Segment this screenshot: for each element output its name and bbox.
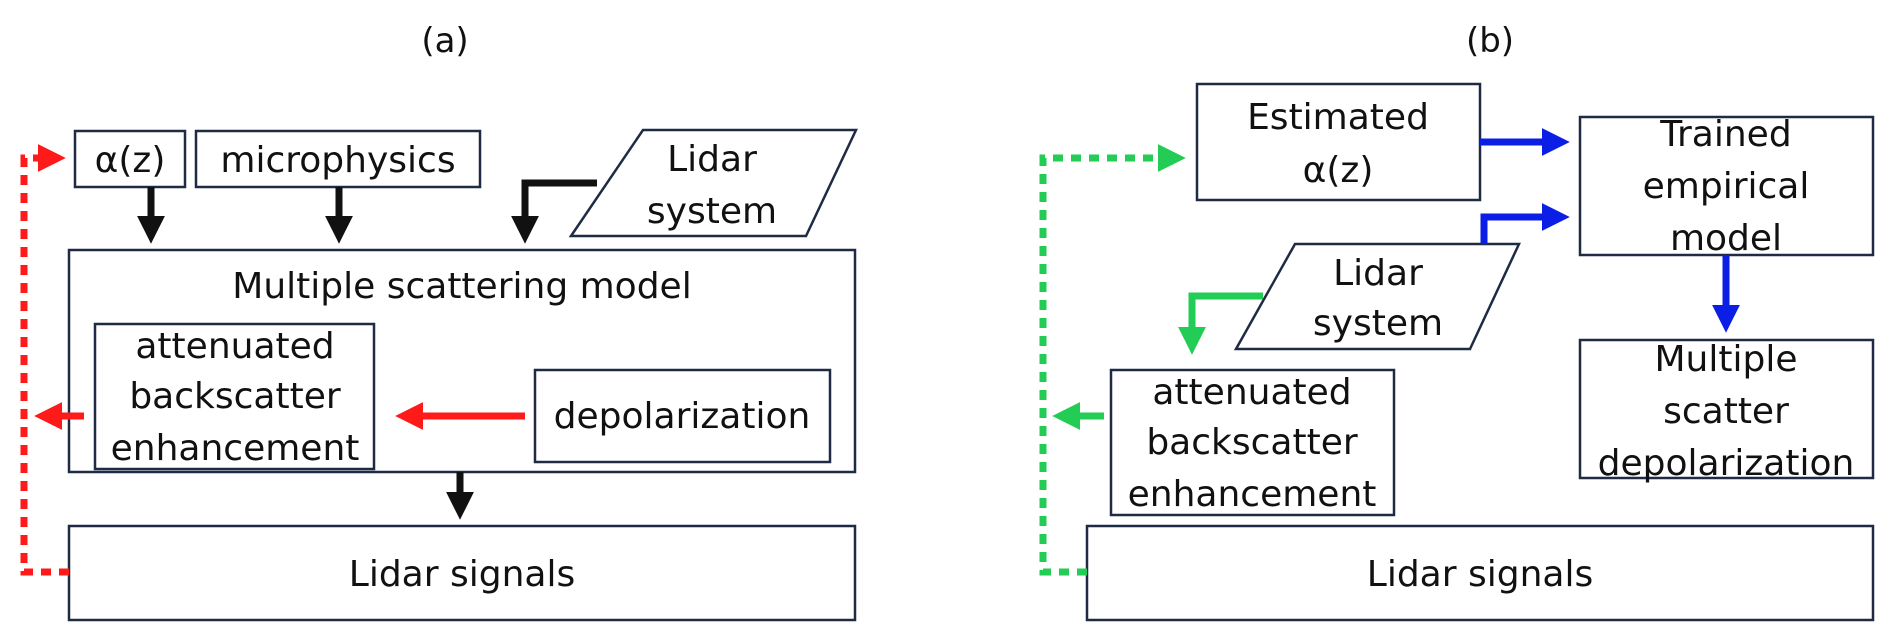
backscatter-b-line3: enhancement bbox=[1128, 474, 1377, 515]
lidar-system-b: Lidar system bbox=[1233, 242, 1521, 351]
trained-model-box: Trained empirical model bbox=[1578, 114, 1875, 259]
backscatter-a-line1: attenuated bbox=[135, 326, 334, 367]
backscatter-box-a: attenuated backscatter enhancement bbox=[93, 322, 376, 471]
ms-depol-line1: Multiple bbox=[1655, 339, 1798, 380]
trained-model-line2: empirical bbox=[1643, 166, 1810, 207]
lidar-system-a: Lidar system bbox=[568, 128, 858, 238]
lidar-signals-a-label: Lidar signals bbox=[349, 554, 575, 595]
depolarization-label: depolarization bbox=[554, 396, 811, 437]
backscatter-a-line3: enhancement bbox=[111, 428, 360, 469]
alpha-box-label: α(z) bbox=[95, 140, 166, 181]
microphysics-box-label: microphysics bbox=[220, 140, 455, 181]
arrow-lidar-to-trained-model bbox=[1480, 203, 1570, 244]
lidar-system-b-line2: system bbox=[1313, 303, 1443, 344]
ms-depol-box: Multiple scatter depolarization bbox=[1578, 338, 1875, 484]
backscatter-a-line2: backscatter bbox=[129, 376, 341, 417]
panel-b-label: (b) bbox=[1466, 21, 1514, 61]
ms-model-title: Multiple scattering model bbox=[232, 266, 691, 307]
trained-model-line1: Trained bbox=[1659, 114, 1791, 155]
microphysics-box: microphysics bbox=[194, 129, 482, 189]
panel-a-label: (a) bbox=[421, 21, 468, 61]
lidar-system-a-line1: Lidar bbox=[667, 139, 757, 180]
arrow-lidar-to-backscatter-b bbox=[1178, 292, 1263, 355]
ms-depol-line2: scatter bbox=[1663, 391, 1789, 432]
lidar-signals-box-a: Lidar signals bbox=[67, 524, 857, 622]
panel-b: (b) Estimated α(z) Trained empirical mod… bbox=[1039, 21, 1875, 622]
arrow-lidar-to-model bbox=[511, 179, 597, 244]
alpha-box: α(z) bbox=[73, 129, 187, 189]
backscatter-box-b: attenuated backscatter enhancement bbox=[1109, 368, 1396, 517]
panel-a: (a) α(z) microphysics Lidar system Multi… bbox=[20, 21, 858, 622]
estimated-alpha-line2: α(z) bbox=[1303, 150, 1374, 191]
backscatter-b-line1: attenuated bbox=[1152, 372, 1351, 413]
estimated-alpha-box: Estimated α(z) bbox=[1195, 82, 1482, 202]
feedback-loop-a bbox=[20, 154, 69, 576]
lidar-signals-box-b: Lidar signals bbox=[1085, 524, 1875, 622]
estimated-alpha-line1: Estimated bbox=[1247, 97, 1429, 138]
depolarization-box: depolarization bbox=[533, 368, 832, 464]
lidar-signals-b-label: Lidar signals bbox=[1367, 554, 1593, 595]
backscatter-b-line2: backscatter bbox=[1146, 422, 1358, 463]
feedback-loop-b bbox=[1039, 154, 1158, 576]
trained-model-line3: model bbox=[1670, 218, 1782, 259]
lidar-system-a-line2: system bbox=[647, 191, 777, 232]
lidar-system-b-line1: Lidar bbox=[1333, 253, 1423, 294]
ms-depol-line3: depolarization bbox=[1598, 443, 1855, 484]
